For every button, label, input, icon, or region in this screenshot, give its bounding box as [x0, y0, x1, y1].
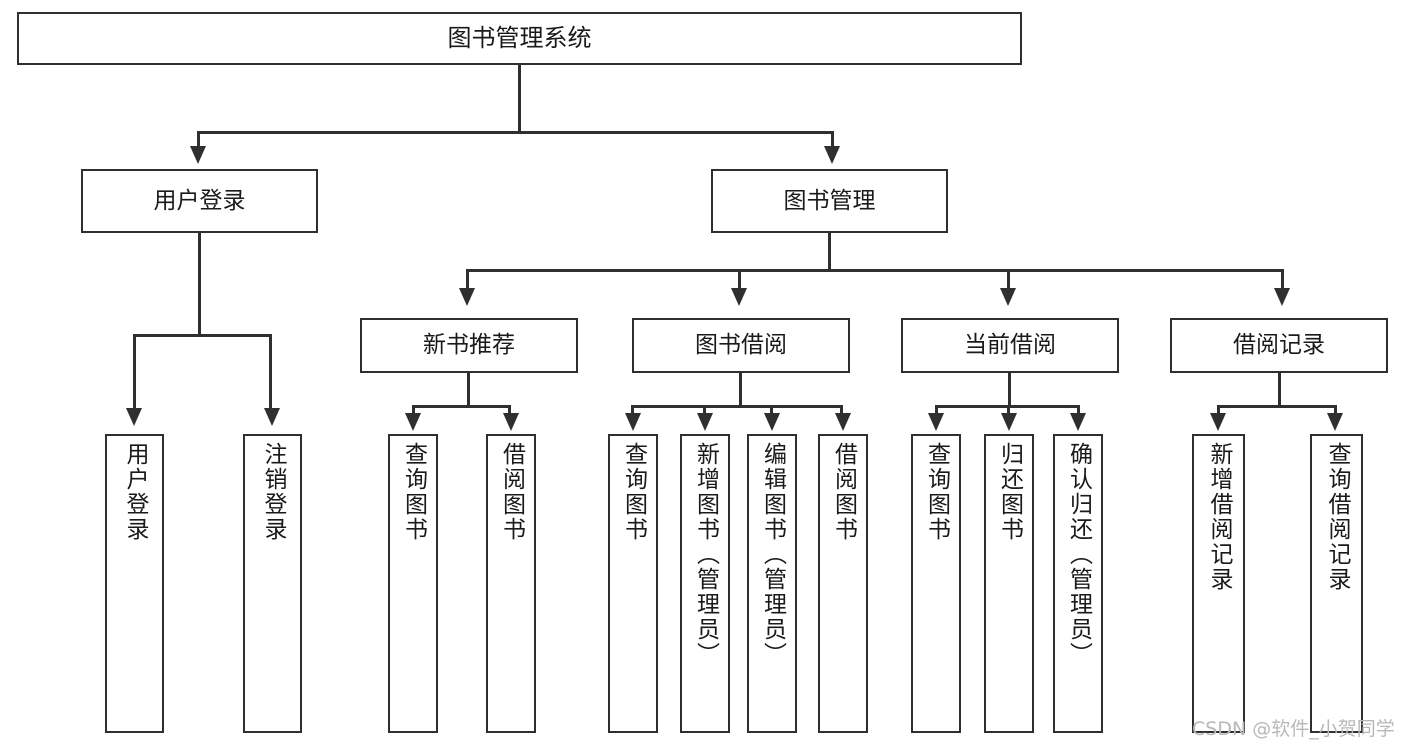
- arrow-leaf-user-login: [126, 408, 142, 426]
- connector-book-borrow-drop-3: [770, 405, 773, 415]
- connector-borrow-record-drop-2: [1334, 405, 1337, 415]
- connector-to-book-manage: [831, 131, 834, 148]
- node-leaf-query-book-1[interactable]: 查询图书: [388, 434, 438, 733]
- node-borrow-record[interactable]: 借阅记录: [1170, 318, 1388, 373]
- node-label: 查询图书: [923, 442, 950, 542]
- connector-book-borrow-stem: [739, 373, 742, 407]
- connector-borrow-record-drop-1: [1217, 405, 1220, 415]
- arrow-leaf-add-record: [1210, 413, 1226, 431]
- csdn-watermark: CSDN @软件_小贺同学: [1192, 718, 1395, 740]
- node-label: 编辑图书（管理员）: [759, 442, 786, 667]
- arrow-to-new-book-rec: [459, 288, 475, 306]
- node-leaf-borrow-book-1[interactable]: 借阅图书: [486, 434, 536, 733]
- connector-new-book-rec-bus: [412, 405, 511, 408]
- node-new-book-recommend[interactable]: 新书推荐: [360, 318, 578, 373]
- node-label: 借阅记录: [1233, 332, 1325, 359]
- node-label: 图书借阅: [695, 332, 787, 359]
- connector-new-book-rec-stem: [467, 373, 470, 407]
- node-label: 当前借阅: [964, 332, 1056, 359]
- arrow-leaf-user-logout: [264, 408, 280, 426]
- node-leaf-return-book[interactable]: 归还图书: [984, 434, 1034, 733]
- node-book-borrow[interactable]: 图书借阅: [632, 318, 850, 373]
- connector-level2-bus: [197, 131, 834, 134]
- node-leaf-query-book-2[interactable]: 查询图书: [608, 434, 658, 733]
- connector-new-book-rec-drop-1: [412, 405, 415, 415]
- node-leaf-confirm-return[interactable]: 确认归还（管理员）: [1053, 434, 1103, 733]
- node-leaf-add-borrow-record[interactable]: 新增借阅记录: [1192, 434, 1245, 733]
- node-label: 查询图书: [620, 442, 647, 542]
- node-label: 图书管理: [783, 187, 876, 214]
- arrow-leaf-confirm-return: [1070, 413, 1086, 431]
- connector-current-borrow-drop-3: [1077, 405, 1080, 415]
- node-label: 确认归还（管理员）: [1065, 442, 1092, 667]
- node-leaf-user-login[interactable]: 用户登录: [105, 434, 164, 733]
- node-label: 归还图书: [996, 442, 1023, 542]
- connector-current-borrow-stem: [1008, 373, 1011, 407]
- arrow-leaf-return-book: [1001, 413, 1017, 431]
- arrow-leaf-borrow-book-1: [503, 413, 519, 431]
- connector-user-login-bus: [133, 334, 272, 337]
- node-leaf-query-borrow-record[interactable]: 查询借阅记录: [1310, 434, 1363, 733]
- arrow-to-borrow-record: [1274, 288, 1290, 306]
- arrow-leaf-add-book: [697, 413, 713, 431]
- connector-book-borrow-bus: [631, 405, 843, 408]
- node-book-manage[interactable]: 图书管理: [711, 169, 948, 233]
- connector-to-borrow-record: [1281, 269, 1284, 289]
- node-label: 注销登录: [260, 442, 286, 542]
- connector-user-login-drop-2: [269, 334, 272, 410]
- node-label: 新书推荐: [423, 332, 515, 359]
- node-label: 新增图书（管理员）: [692, 442, 719, 667]
- arrow-leaf-query-book-2: [625, 413, 641, 431]
- node-leaf-borrow-book-2[interactable]: 借阅图书: [818, 434, 868, 733]
- arrow-leaf-query-book-1: [405, 413, 421, 431]
- connector-current-borrow-drop-1: [935, 405, 938, 415]
- node-label: 查询图书: [400, 442, 427, 542]
- connector-borrow-record-bus: [1217, 405, 1337, 408]
- node-leaf-add-book[interactable]: 新增图书（管理员）: [680, 434, 730, 733]
- node-current-borrow[interactable]: 当前借阅: [901, 318, 1119, 373]
- connector-book-borrow-drop-1: [631, 405, 634, 415]
- connector-user-login-stem: [198, 233, 201, 336]
- node-label: 借阅图书: [498, 442, 525, 542]
- connector-to-new-book-rec: [466, 269, 469, 289]
- node-leaf-user-logout[interactable]: 注销登录: [243, 434, 302, 733]
- node-label: 图书管理系统: [447, 23, 592, 52]
- node-label: 借阅图书: [830, 442, 857, 542]
- connector-book-borrow-drop-2: [703, 405, 706, 415]
- arrow-leaf-edit-book: [764, 413, 780, 431]
- connector-level3-bus: [466, 269, 1284, 272]
- node-root-system[interactable]: 图书管理系统: [17, 12, 1022, 65]
- node-user-login[interactable]: 用户登录: [81, 169, 318, 233]
- connector-to-user-login: [197, 131, 200, 148]
- node-label: 新增借阅记录: [1206, 442, 1232, 592]
- arrow-to-book-borrow: [731, 288, 747, 306]
- arrow-to-book-manage: [824, 146, 840, 164]
- connector-borrow-record-stem: [1278, 373, 1281, 407]
- connector-root-stem: [518, 65, 521, 133]
- arrow-to-user-login: [190, 146, 206, 164]
- node-label: 用户登录: [153, 187, 246, 214]
- node-label: 用户登录: [122, 442, 148, 542]
- connector-current-borrow-drop-2: [1007, 405, 1010, 415]
- connector-user-login-drop-1: [133, 334, 136, 410]
- arrow-leaf-query-book-3: [928, 413, 944, 431]
- arrow-to-current-borrow: [1000, 288, 1016, 306]
- connector-to-current-borrow: [1007, 269, 1010, 289]
- node-leaf-query-book-3[interactable]: 查询图书: [911, 434, 961, 733]
- arrow-leaf-query-record: [1327, 413, 1343, 431]
- connector-book-manage-stem: [828, 233, 831, 271]
- connector-new-book-rec-drop-2: [508, 405, 511, 415]
- connector-book-borrow-drop-4: [840, 405, 843, 415]
- connector-to-book-borrow: [738, 269, 741, 289]
- arrow-leaf-borrow-book-2: [835, 413, 851, 431]
- node-leaf-edit-book[interactable]: 编辑图书（管理员）: [747, 434, 797, 733]
- node-label: 查询借阅记录: [1324, 442, 1350, 592]
